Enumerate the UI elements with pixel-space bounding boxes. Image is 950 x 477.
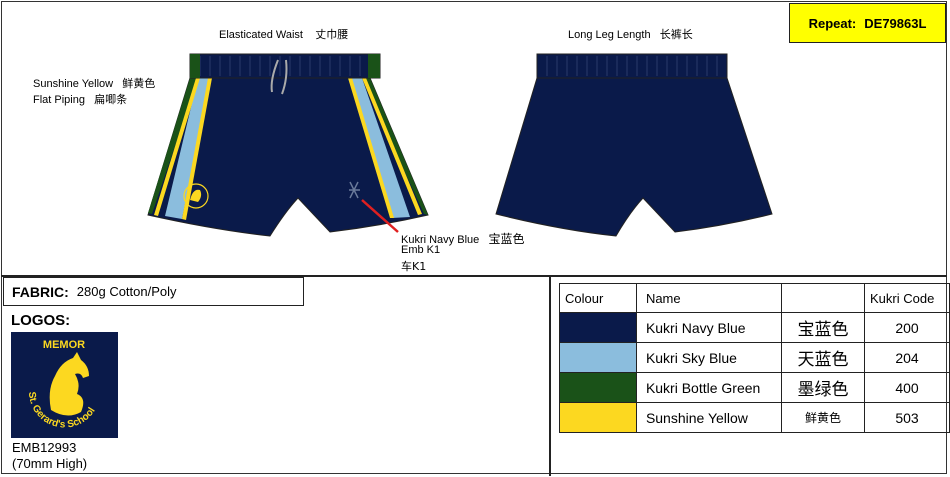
colour-swatch bbox=[559, 342, 637, 373]
kukri-emb-mark bbox=[349, 181, 360, 199]
back-shorts bbox=[495, 53, 773, 237]
kukri-code: 400 bbox=[864, 372, 950, 403]
table-row: Sunshine Yellow 鲜黄色 503 bbox=[559, 402, 950, 433]
logos-label: LOGOS: bbox=[11, 312, 71, 329]
front-waistband bbox=[189, 53, 381, 79]
colour-name-cn: 墨绿色 bbox=[781, 372, 865, 403]
colour-name-cn: 鲜黄色 bbox=[781, 402, 865, 433]
piping-label: Flat Piping 扁唧条 bbox=[33, 91, 127, 107]
piping-en: Flat Piping bbox=[33, 94, 85, 106]
emb-pointer-line bbox=[361, 199, 399, 233]
colour-name-cn: 天蓝色 bbox=[781, 342, 865, 373]
colour-name: Kukri Navy Blue bbox=[635, 312, 783, 343]
repeat-box: Repeat: DE79863L bbox=[789, 3, 946, 43]
emb-colour-cn: 宝蓝色 bbox=[488, 232, 525, 246]
logo-size: (70mm High) bbox=[12, 456, 88, 471]
garment-drawing-area bbox=[1, 1, 947, 277]
colour-swatch bbox=[559, 312, 637, 343]
header-colour: Colour bbox=[559, 283, 637, 313]
repeat-label: Repeat: bbox=[808, 15, 857, 31]
unicorn-emblem bbox=[49, 352, 89, 416]
waist-label-en: Elasticated Waist bbox=[219, 29, 303, 41]
header-cn bbox=[781, 283, 865, 313]
front-right-piping bbox=[362, 78, 422, 215]
emb-code-label: Emb K1 bbox=[401, 244, 441, 256]
fabric-value: 280g Cotton/Poly bbox=[76, 284, 177, 299]
kukri-code: 204 bbox=[864, 342, 950, 373]
front-right-sky-panel bbox=[350, 78, 410, 218]
header-name: Name bbox=[635, 283, 783, 313]
kukri-code: 200 bbox=[864, 312, 950, 343]
emb-colour-label: Kukri Navy Blue 宝蓝色 bbox=[401, 230, 524, 247]
piping-colour-cn: 鲜黄色 bbox=[122, 77, 156, 90]
logo-top-text: MEMOR bbox=[43, 339, 85, 351]
colour-swatch bbox=[559, 372, 637, 403]
drawcord bbox=[270, 59, 288, 95]
table-row: Kukri Sky Blue 天蓝色 204 bbox=[559, 342, 950, 373]
kukri-code: 503 bbox=[864, 402, 950, 433]
table-row: Kukri Bottle Green 墨绿色 400 bbox=[559, 372, 950, 403]
front-left-sky-panel bbox=[165, 78, 210, 219]
colour-name: Kukri Sky Blue bbox=[635, 342, 783, 373]
waist-label: Elasticated Waist 丈巾腰 bbox=[219, 26, 348, 42]
colour-name: Sunshine Yellow bbox=[635, 402, 783, 433]
header-code: Kukri Code bbox=[864, 283, 950, 313]
front-shorts bbox=[147, 53, 429, 237]
piping-colour-en: Sunshine Yellow bbox=[33, 78, 114, 90]
table-row: Kukri Navy Blue 宝蓝色 200 bbox=[559, 312, 950, 343]
colour-name-cn: 宝蓝色 bbox=[781, 312, 865, 343]
front-leg-logo-unicorn bbox=[190, 189, 202, 202]
fabric-box: FABRIC: 280g Cotton/Poly bbox=[3, 277, 304, 306]
piping-colour-label: Sunshine Yellow 鲜黄色 bbox=[33, 75, 155, 91]
leg-length-label: Long Leg Length 长裤长 bbox=[568, 26, 693, 42]
fabric-label: FABRIC: bbox=[12, 283, 69, 300]
piping-cn: 扁唧条 bbox=[94, 93, 128, 106]
front-left-piping bbox=[154, 78, 200, 216]
repeat-code: DE79863L bbox=[864, 15, 927, 31]
colour-swatch bbox=[559, 402, 637, 433]
emb-colour-en: Kukri Navy Blue bbox=[401, 234, 480, 246]
logo-code: EMB12993 bbox=[12, 440, 77, 455]
emb-code-cn-label: 车K1 bbox=[401, 260, 427, 273]
school-logo: MEMOR St. Gerard's School bbox=[11, 332, 118, 438]
front-leg-logo-ring bbox=[183, 183, 209, 209]
colour-table: Colour Name Kukri Code Kukri Navy Blue 宝… bbox=[559, 283, 950, 433]
leg-length-cn: 长裤长 bbox=[659, 28, 693, 41]
section-divider bbox=[549, 276, 551, 476]
shorts-illustration bbox=[147, 53, 773, 237]
back-waistband bbox=[536, 53, 728, 79]
colour-name: Kukri Bottle Green bbox=[635, 372, 783, 403]
front-left-green-panel bbox=[148, 78, 198, 214]
colour-table-header: Colour Name Kukri Code bbox=[559, 283, 950, 313]
leg-length-en: Long Leg Length bbox=[568, 29, 651, 41]
waist-label-cn: 丈巾腰 bbox=[315, 28, 349, 41]
